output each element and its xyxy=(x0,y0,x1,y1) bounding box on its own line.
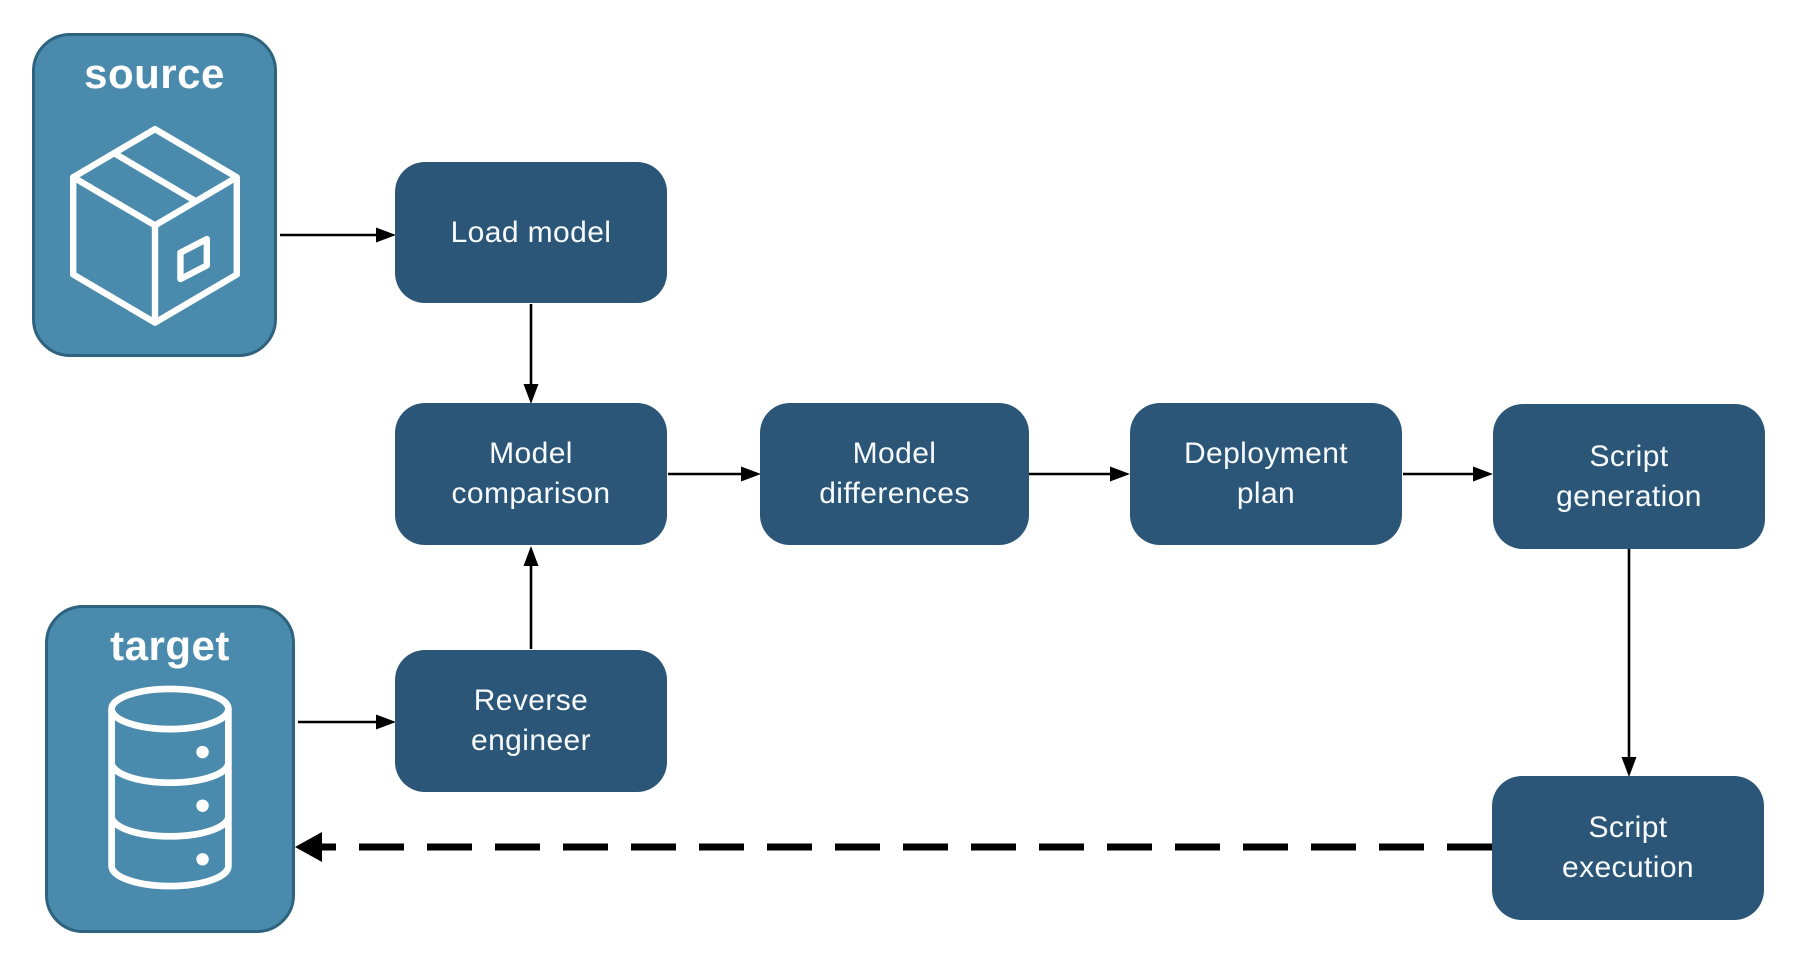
edge-source-to-load-model xyxy=(280,227,396,243)
node-script-generation: Script generation xyxy=(1493,404,1765,549)
edge-script-generation-to-script-execution xyxy=(1621,549,1637,777)
edge-model-comparison-to-model-differences xyxy=(668,466,761,482)
node-deployment-plan: Deployment plan xyxy=(1130,403,1402,545)
target-label: target xyxy=(110,622,230,669)
node-reverse-engineer-label: Reverse engineer xyxy=(471,684,591,757)
package-icon xyxy=(69,126,240,327)
node-script-generation-label: Script generation xyxy=(1556,439,1702,513)
edge-deployment-plan-to-script-generation xyxy=(1403,466,1493,482)
node-model-differences: Model differences xyxy=(760,403,1029,545)
database-icon xyxy=(108,685,232,890)
node-script-execution: Script execution xyxy=(1492,776,1764,920)
node-script-execution-label: Script execution xyxy=(1561,811,1695,884)
edge-reverse-engineer-to-model-comparison xyxy=(523,546,539,649)
source-container: source xyxy=(32,33,277,357)
node-reverse-engineer: Reverse engineer xyxy=(395,650,667,792)
node-deployment-plan-label: Deployment plan xyxy=(1183,437,1349,510)
node-model-comparison: Model comparison xyxy=(395,403,667,545)
target-container: target xyxy=(45,605,295,933)
source-label: source xyxy=(84,50,225,97)
node-model-comparison-label: Model comparison xyxy=(451,437,611,510)
edge-load-model-to-model-comparison xyxy=(523,304,539,404)
edge-target-to-reverse-engineer xyxy=(298,714,396,730)
node-load-model: Load model xyxy=(395,162,667,303)
node-model-differences-label: Model differences xyxy=(819,437,970,510)
edge-script-execution-to-target-dashed xyxy=(295,832,1492,862)
edge-model-differences-to-deployment-plan xyxy=(1029,466,1130,482)
node-load-model-label: Load model xyxy=(450,215,612,249)
